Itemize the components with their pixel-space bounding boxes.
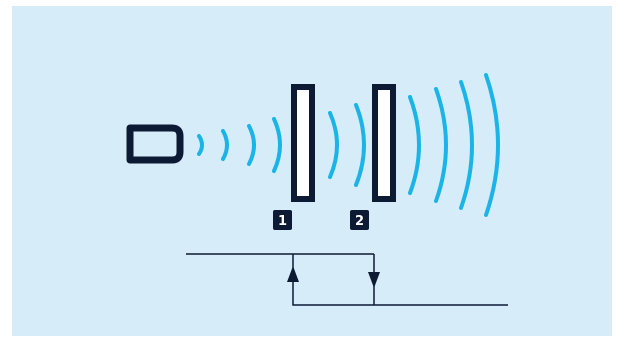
target-label-2-box xyxy=(350,210,369,230)
sensor-icon xyxy=(126,124,184,164)
wave-arc-6 xyxy=(354,103,366,187)
target-plate-2 xyxy=(372,84,396,202)
wave-arc-2 xyxy=(221,129,229,161)
target-label-1: 1 xyxy=(273,210,292,230)
wave-arc-3 xyxy=(247,124,256,166)
arrow-up-icon xyxy=(287,266,299,282)
wave-arc-5 xyxy=(328,111,339,179)
target-label-1-box xyxy=(273,210,292,230)
target-label-2-text: 2 xyxy=(355,214,364,229)
target-label-2: 2 xyxy=(350,210,369,230)
wave-arc-10 xyxy=(484,73,500,217)
target-label-1-text: 1 xyxy=(278,214,287,229)
arrow-down-icon xyxy=(368,272,380,288)
wave-arc-7 xyxy=(408,95,421,195)
wave-arc-1 xyxy=(197,134,204,156)
target-plate-1 xyxy=(291,84,315,202)
sound-waves xyxy=(197,73,500,217)
wave-arc-4 xyxy=(272,117,282,173)
wave-arc-8 xyxy=(434,87,448,203)
wave-arc-9 xyxy=(459,80,474,210)
